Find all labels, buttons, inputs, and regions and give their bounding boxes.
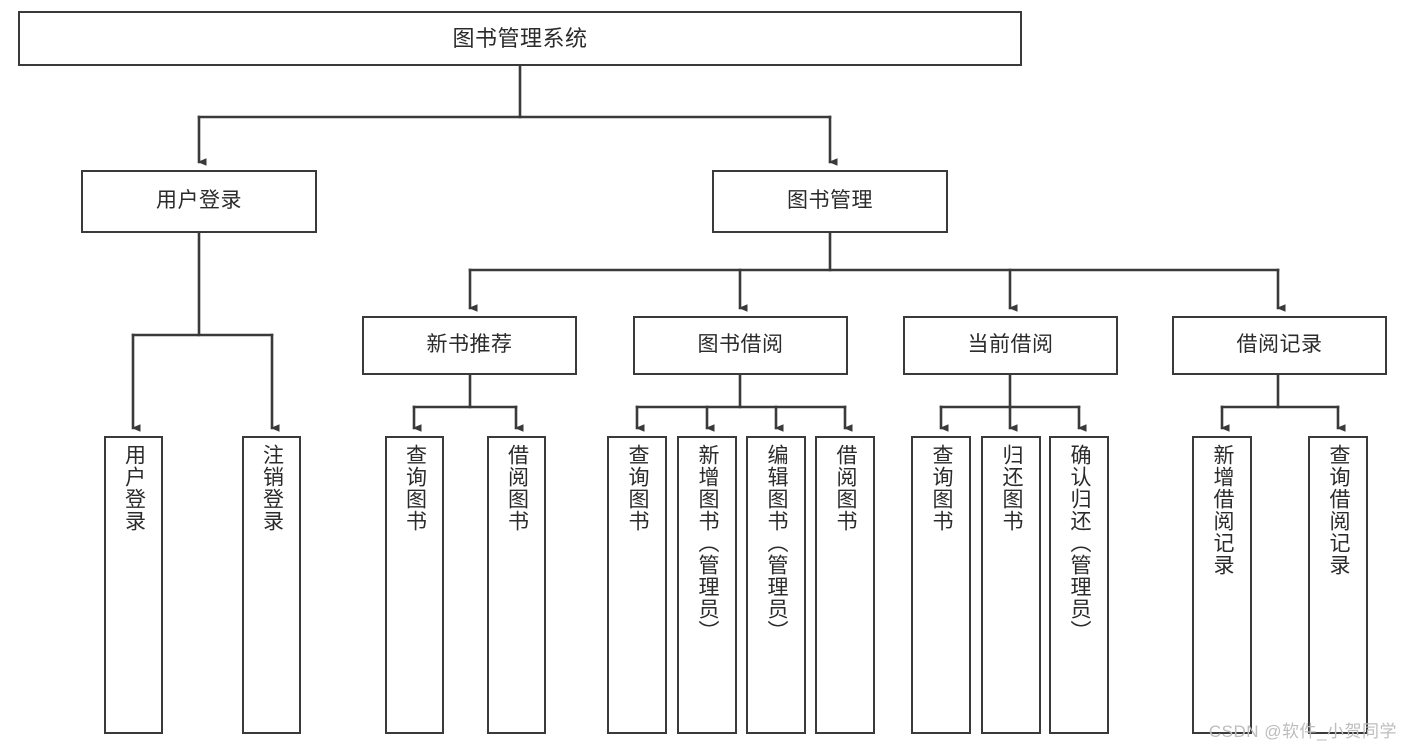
node-leaf-query-book-2[interactable]: 查询图书 (607, 436, 667, 734)
node-label: 编辑图书（管理员） (765, 444, 789, 642)
node-label: 归还图书 (1000, 444, 1024, 532)
node-label: 查询图书 (930, 444, 954, 532)
node-leaf-query-book-1[interactable]: 查询图书 (385, 436, 444, 734)
node-leaf-borrow-book-1[interactable]: 借阅图书 (487, 436, 546, 734)
node-label: 借阅图书 (505, 444, 529, 532)
node-label: 确认归还（管理员） (1068, 444, 1092, 642)
node-root-book-management-system[interactable]: 图书管理系统 (18, 11, 1022, 66)
node-label: 图书借阅 (697, 333, 784, 357)
node-user-login[interactable]: 用户登录 (81, 170, 317, 233)
node-label: 用户登录 (156, 189, 242, 213)
node-leaf-borrow-book-2[interactable]: 借阅图书 (815, 436, 875, 734)
node-label: 借阅记录 (1236, 333, 1323, 357)
node-label: 图书管理 (787, 189, 873, 213)
node-leaf-user-logout[interactable]: 注销登录 (242, 436, 301, 734)
node-label: 注销登录 (260, 444, 284, 532)
node-label: 新增借阅记录 (1211, 444, 1235, 576)
node-label: 查询图书 (626, 444, 650, 532)
node-leaf-add-record[interactable]: 新增借阅记录 (1192, 436, 1252, 734)
node-label: 查询图书 (403, 444, 427, 532)
node-label: 查询借阅记录 (1327, 444, 1351, 576)
node-book-borrow[interactable]: 图书借阅 (633, 316, 848, 375)
csdn-watermark: CSDN @软件_小贺同学 (1208, 722, 1397, 741)
node-label: 用户登录 (122, 444, 146, 532)
node-label: 当前借阅 (967, 333, 1054, 357)
node-leaf-query-book-3[interactable]: 查询图书 (911, 436, 971, 734)
node-label: 新增图书（管理员） (696, 444, 720, 642)
node-leaf-add-book[interactable]: 新增图书（管理员） (677, 436, 737, 734)
node-leaf-confirm-return[interactable]: 确认归还（管理员） (1049, 436, 1109, 734)
node-borrow-record[interactable]: 借阅记录 (1172, 316, 1387, 375)
node-label: 借阅图书 (834, 444, 858, 532)
node-leaf-user-login[interactable]: 用户登录 (104, 436, 163, 734)
node-leaf-edit-book[interactable]: 编辑图书（管理员） (746, 436, 806, 734)
node-label: 新书推荐 (426, 333, 513, 357)
node-label: 图书管理系统 (452, 25, 588, 51)
node-current-borrow[interactable]: 当前借阅 (903, 316, 1118, 375)
node-new-book-recommend[interactable]: 新书推荐 (362, 316, 577, 375)
node-book-management[interactable]: 图书管理 (712, 170, 948, 233)
node-leaf-query-record[interactable]: 查询借阅记录 (1308, 436, 1368, 734)
node-leaf-return-book[interactable]: 归还图书 (981, 436, 1041, 734)
